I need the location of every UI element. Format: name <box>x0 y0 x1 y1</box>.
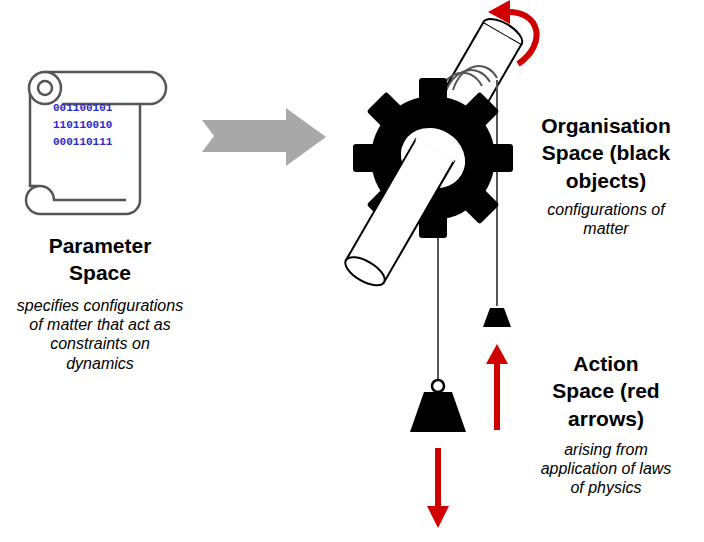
binary-code: 110110010 <box>53 120 133 131</box>
section-heading: Parameter Space <box>40 232 160 287</box>
rotation-arrow <box>506 12 537 64</box>
large-weight <box>410 380 466 432</box>
section-description: arising from application of laws of phys… <box>540 440 672 498</box>
scroll-icon <box>26 72 166 214</box>
rod <box>341 139 454 291</box>
section-heading: Organisation Space (black objects) <box>520 112 692 194</box>
red-arrow <box>427 344 508 528</box>
section-description: specifies configurations of matter that … <box>15 296 185 373</box>
binary-code: 000110111 <box>53 137 133 148</box>
binary-code: 001100101 <box>53 103 133 114</box>
section-description: configurations of matter <box>540 200 672 238</box>
section-heading: Action Space (red arrows) <box>540 350 672 432</box>
grey-arrow <box>202 108 326 166</box>
rotation-arrowhead <box>488 0 510 24</box>
small-weight <box>483 308 511 327</box>
